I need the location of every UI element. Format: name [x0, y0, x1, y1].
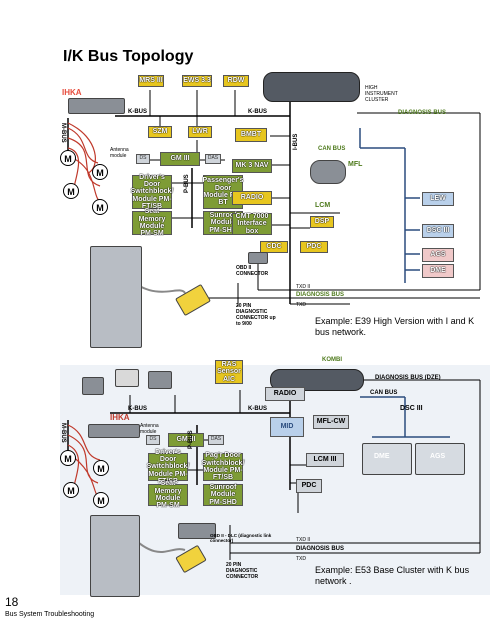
dme2-label: DME — [374, 453, 390, 460]
instrument-cluster — [263, 72, 360, 102]
dsc2-label: DSC III — [400, 405, 423, 412]
pbus2-label: P-BUS — [188, 430, 194, 449]
das2-small: DAS — [208, 435, 224, 445]
bmbt-module: BMBT — [235, 128, 267, 142]
antenna2-label: Antenna module — [140, 423, 159, 435]
cluster-label: HIGH INSTRUMENT CLUSTER — [365, 85, 398, 103]
e39-topology-diagram: IHKA K-BUS M-BUS MRS III EWS 3.3 RDW HIG… — [60, 68, 490, 359]
bus-lines-2 — [67, 379, 481, 560]
cmt-interface-module: CMT 7000 Interface box — [232, 213, 272, 235]
ras-sensor-module: RAS Sensor AIC — [215, 360, 243, 384]
lcm-label: LCM — [315, 202, 331, 209]
mbus2-label: M-BUS — [60, 423, 66, 443]
seat-memory-module: Seat Memory Module PM-SM — [132, 208, 172, 237]
szm-module: SZM — [148, 126, 172, 138]
ags2-label: AGS — [430, 453, 446, 460]
dlc-label: OBD II - DLC (diagnostic link connector) — [210, 533, 272, 543]
example2-caption: Example: E53 Base Cluster with K bus net… — [315, 565, 470, 586]
rdw-module: RDW — [223, 75, 249, 87]
module-icon-1 — [82, 377, 104, 395]
page-footer: Bus System Troubleshooting — [5, 611, 95, 618]
seat-memory2-module: Seat Memory Module PM-SM — [148, 480, 188, 509]
motor-1: M — [60, 150, 76, 166]
obd-connector — [248, 252, 268, 264]
mk3-nav-module: MK 3 NAV — [232, 159, 272, 173]
dme-module: DME — [422, 264, 454, 278]
kbus-center-label: K-BUS — [248, 109, 267, 115]
diag-bus2-label: DIAGNOSIS BUS — [296, 546, 345, 552]
txd-label: TXD — [296, 302, 306, 308]
txd2-2-label: TXD II — [296, 537, 311, 543]
gm2-module: GM III — [168, 433, 204, 447]
ds-small: DS — [136, 154, 150, 164]
gm-module: GM III — [160, 152, 200, 166]
motor-4: M — [92, 199, 108, 215]
ihka-label: IHKA — [62, 88, 82, 97]
mfl-cw-module: MFL-CW — [313, 415, 349, 429]
pin20-2-label: 20 PIN DIAGNOSTIC CONNECTOR — [226, 562, 259, 580]
ews-module: EWS 3.3 — [182, 75, 212, 87]
das-small: DAS — [205, 154, 221, 164]
ds2-small: DS — [146, 435, 160, 445]
radio2-module: RADIO — [265, 387, 305, 401]
pdc2-module: PDC — [296, 479, 322, 493]
drivers-door2-module: Driver's Door Switchblock/ Module PM-FT/… — [146, 448, 190, 486]
e53-topology-diagram: RAS Sensor AIC KOMBI DIAGNOSIS BUS (DZE)… — [60, 357, 490, 597]
diag-bus-bottom-label: DIAGNOSIS BUS — [296, 292, 345, 298]
radio-module: RADIO — [232, 191, 272, 205]
txd2-label: TXD II — [296, 284, 311, 290]
kombi-cluster — [270, 369, 364, 391]
mrs-module: MRS III — [138, 75, 164, 87]
drivers-door-module: Driver's Door Switchblock/ Module PM-FT/… — [130, 173, 174, 211]
diag-bus-top-label: DIAGNOSIS BUS — [398, 110, 447, 116]
dme-box — [362, 443, 412, 475]
ihka2-unit — [88, 424, 140, 438]
diagnostic-tester-2 — [90, 515, 140, 597]
lwr-module: LWR — [188, 126, 212, 138]
steering-wheel — [310, 160, 346, 184]
kbus-left-label: K-BUS — [128, 109, 147, 115]
motor2-3: M — [63, 482, 79, 498]
cdc-module: CDC — [260, 241, 288, 253]
sunroof2-module: Sunroof Module PM-SHD — [203, 484, 243, 506]
motor2-1: M — [60, 450, 76, 466]
ags-box — [415, 443, 465, 475]
ags-module: AGS — [422, 248, 454, 262]
page-number: 18 — [5, 595, 19, 609]
motor-2: M — [92, 164, 108, 180]
antenna-label: Antenna module — [110, 147, 129, 159]
lcm3-module: LCM III — [306, 453, 344, 467]
can-bus2-label: CAN BUS — [370, 390, 398, 396]
pbus-label: P-BUS — [184, 174, 190, 193]
motor-3: M — [63, 183, 79, 199]
module-icon-3 — [148, 371, 172, 389]
dsp-module: DSP — [310, 216, 334, 228]
kbus2-center-label: K-BUS — [248, 406, 267, 412]
ihka2-label: IHKA — [110, 413, 130, 422]
mid-module: MID — [270, 417, 304, 437]
dsc-module: DSC III — [422, 224, 454, 238]
pdc-module: PDC — [300, 241, 328, 253]
dlc-connector — [178, 523, 216, 539]
lew-module: LEW — [422, 192, 454, 206]
obd-label: OBD II CONNECTOR — [236, 265, 269, 277]
txd-2-label: TXD — [296, 556, 306, 562]
pin20-label: 20 PIN DIAGNOSTIC CONNECTOR up to 9/00 — [236, 303, 276, 327]
module-icon-2 — [115, 369, 139, 387]
page-title: I/K Bus Topology — [63, 48, 194, 65]
diag-dze-label: DIAGNOSIS BUS (DZE) — [375, 375, 441, 381]
diagnostic-tester — [90, 246, 142, 348]
passengers-door2-module: Pag'r Door Switchblock/ Module PM-FT/SB — [201, 452, 245, 482]
example1-caption: Example: E39 High Version with I and K b… — [315, 316, 475, 337]
kombi-label: KOMBI — [322, 357, 342, 363]
ibus-label: I-BUS — [293, 133, 299, 150]
can-bus-label: CAN BUS — [318, 146, 346, 152]
ihka-unit — [68, 98, 125, 114]
kbus2-left-label: K-BUS — [128, 406, 147, 412]
mfl-label: MFL — [348, 161, 363, 168]
motor2-4: M — [93, 492, 109, 508]
motor2-2: M — [93, 460, 109, 476]
mbus-label: M-BUS — [60, 123, 66, 143]
